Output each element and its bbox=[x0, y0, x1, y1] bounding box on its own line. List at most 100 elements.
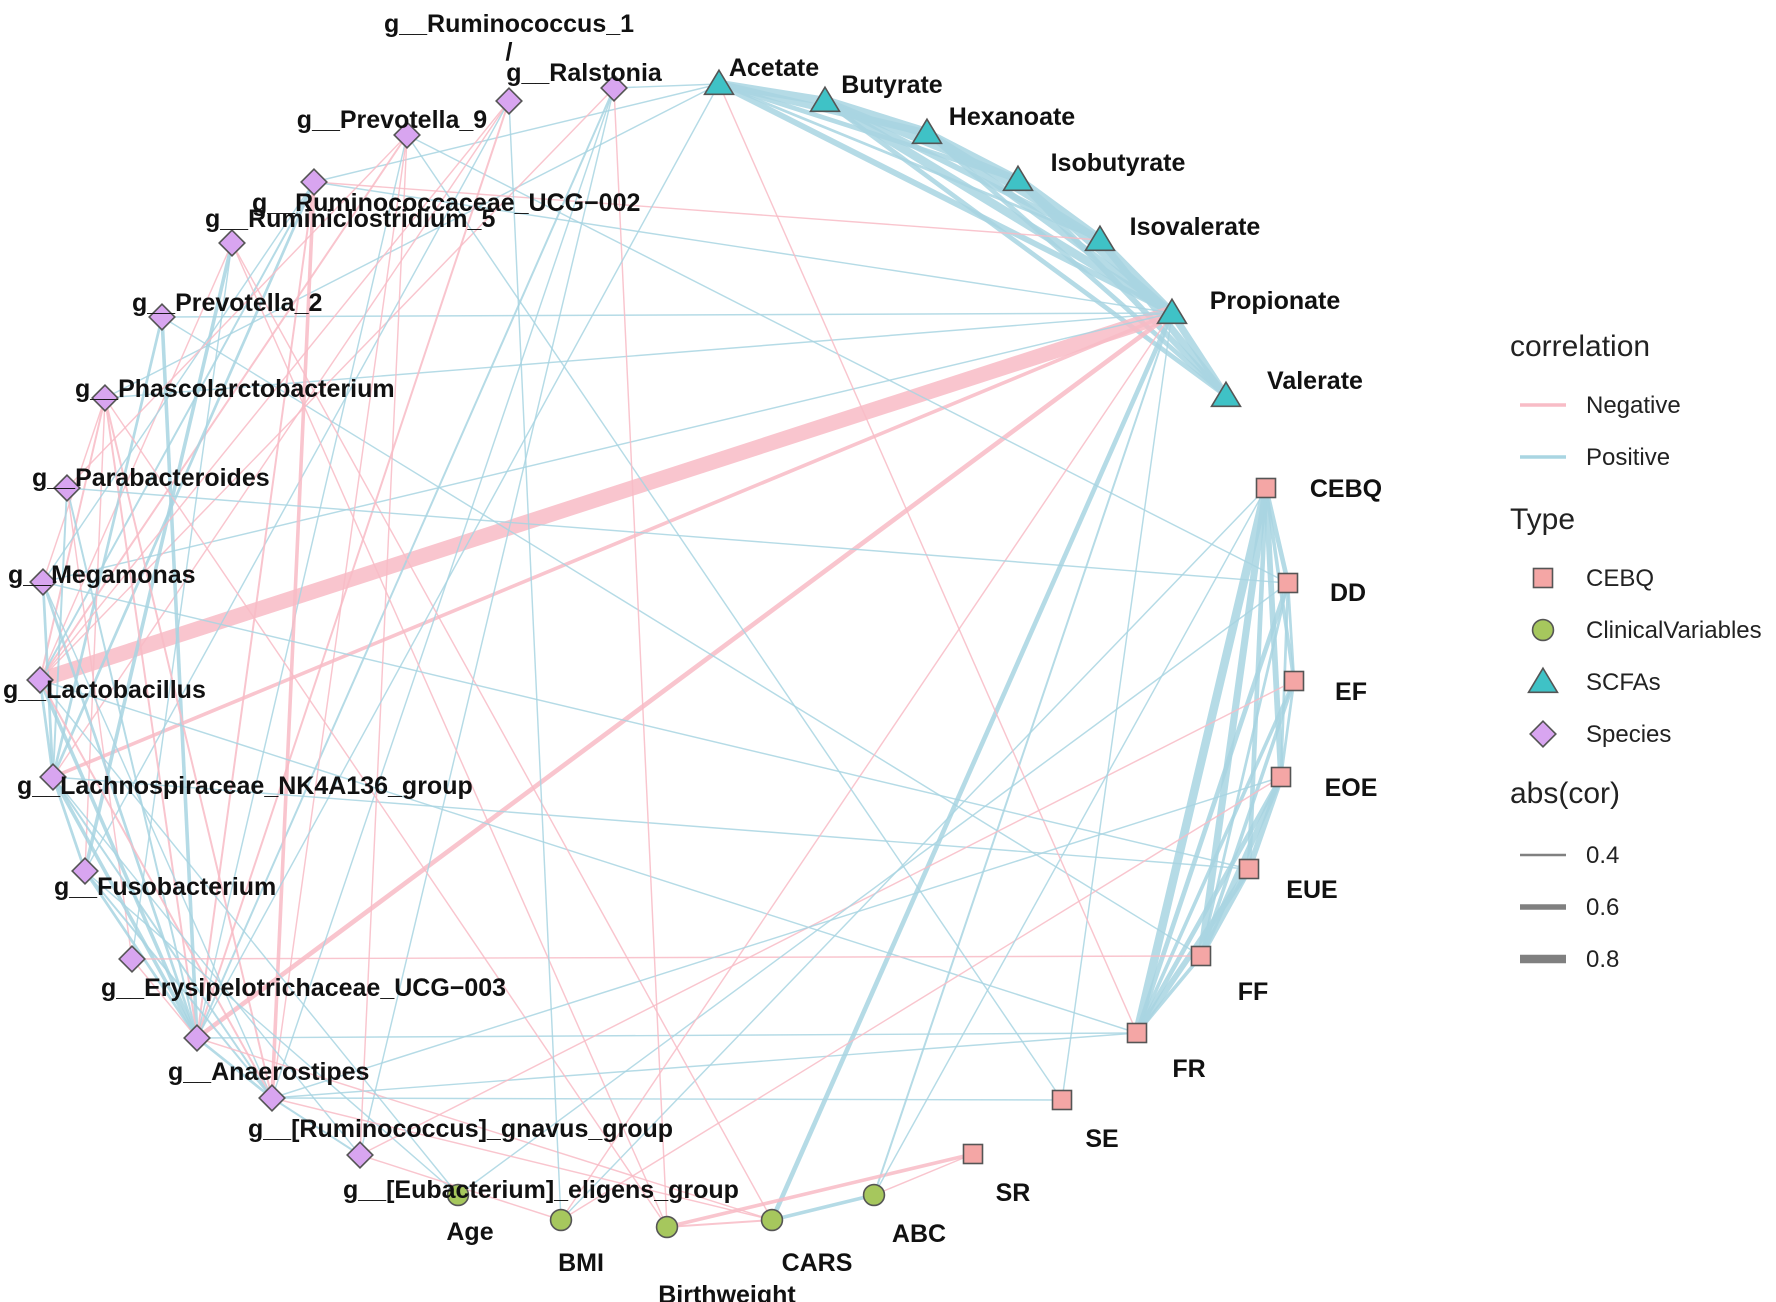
edge-anaer-ace bbox=[196, 83, 720, 1039]
node-se bbox=[1051, 1089, 1073, 1111]
node-label-anaer: g__Anaerostipes bbox=[168, 1058, 369, 1086]
edge-rum1-anaer bbox=[196, 100, 510, 1039]
edge-ef-eoe bbox=[1279, 680, 1296, 778]
edge-lachno-fuso bbox=[51, 776, 87, 872]
node-label-cars: CARS bbox=[782, 1249, 853, 1277]
node-phasc bbox=[91, 384, 119, 412]
node-erysi bbox=[118, 945, 146, 973]
edge-prev9-se bbox=[406, 134, 1063, 1101]
node-label-val: Valerate bbox=[1267, 367, 1363, 395]
edge-phasc-gnavus bbox=[104, 397, 273, 1099]
edge-prev2-ff bbox=[161, 316, 1202, 957]
node-label-ral: g__Ralstonia bbox=[506, 59, 663, 87]
edge-megam-eue bbox=[42, 581, 1250, 870]
node-label-hex: Hexanoate bbox=[949, 103, 1076, 131]
node-birth bbox=[655, 1215, 679, 1239]
node-label-rumin5: g__Ruminiclostridium_5 bbox=[205, 205, 495, 233]
edge-prev9-gnavus bbox=[271, 134, 408, 1099]
edge-rumucg-prop bbox=[313, 181, 1173, 314]
edge-rum1-bmi bbox=[508, 100, 562, 1221]
edge-gnavus-se bbox=[271, 1097, 1063, 1101]
node-rumucg bbox=[300, 168, 328, 196]
edge-gnavus-fr bbox=[271, 1032, 1138, 1099]
node-label-prop: Propionate bbox=[1210, 287, 1341, 315]
edge-lacto-anaer bbox=[38, 679, 199, 1039]
edge-ace-prop bbox=[717, 81, 1174, 316]
edge-megam-rumucg bbox=[42, 181, 315, 583]
edge-rum1-fuso bbox=[84, 100, 510, 872]
edge-megam-gnavus bbox=[42, 581, 273, 1099]
node-eue bbox=[1238, 858, 1260, 880]
edge-elig-prev9 bbox=[359, 134, 408, 1156]
node-rum1 bbox=[495, 87, 523, 115]
edge-ral-anaer bbox=[196, 87, 615, 1039]
node-lacto bbox=[26, 666, 54, 694]
edge-prev9-anaer bbox=[196, 134, 408, 1039]
node-ace bbox=[703, 68, 735, 96]
node-label-megam: g__Megamonas bbox=[8, 561, 196, 589]
node-parab bbox=[53, 474, 81, 502]
node-label-ef: EF bbox=[1335, 678, 1367, 706]
edge-rumin5-birth bbox=[231, 242, 668, 1228]
node-label-elig: g__[Eubacterium]_eligens_group bbox=[343, 1176, 739, 1204]
node-label-lacto: g__Lactobacillus bbox=[3, 676, 206, 704]
node-dd bbox=[1277, 572, 1299, 594]
edge-rumin5-lacto bbox=[39, 242, 233, 681]
edge-abc-prop bbox=[873, 312, 1173, 1196]
edge-lacto-lachno bbox=[38, 679, 55, 778]
edge-lacto-gnavus bbox=[39, 679, 273, 1099]
node-label-ace: Acetate bbox=[729, 54, 819, 82]
edge-parab-dd bbox=[66, 487, 1289, 584]
edge-prop-val bbox=[1169, 311, 1229, 398]
node-layer bbox=[26, 68, 1305, 1239]
edge-fr-ace bbox=[718, 83, 1138, 1034]
legend-label-scfas: SCFAs bbox=[1586, 669, 1661, 696]
edge-fuso-gnavus bbox=[84, 870, 273, 1099]
node-label-isoval: Isovalerate bbox=[1130, 213, 1261, 241]
node-ff bbox=[1190, 945, 1212, 967]
node-label-leader-rum1: / bbox=[506, 38, 513, 66]
edge-erysi-anaer bbox=[131, 958, 198, 1039]
node-cebq bbox=[1255, 477, 1277, 499]
node-prop bbox=[1156, 297, 1188, 325]
node-hex bbox=[911, 117, 943, 145]
legend-shape-scfas bbox=[1527, 666, 1559, 694]
edge-ral-birth bbox=[613, 87, 668, 1228]
edge-parab-anaer bbox=[66, 487, 198, 1039]
node-label-bmi: BMI bbox=[558, 1249, 604, 1277]
legend-width-items: 0.40.60.8 bbox=[1520, 842, 1619, 973]
edge-abc-cebq bbox=[873, 487, 1267, 1196]
node-prev9 bbox=[393, 121, 421, 149]
edge-anaer-prop bbox=[195, 311, 1174, 1040]
edge-parab-erysi bbox=[66, 487, 133, 960]
node-label-birth: Birthweight bbox=[658, 1281, 796, 1302]
node-val bbox=[1210, 380, 1242, 408]
edge-prev2-anaer bbox=[160, 316, 199, 1039]
legend-title-abs-cor: abs(cor) bbox=[1510, 777, 1620, 810]
legend-shape-species bbox=[1529, 720, 1557, 748]
node-cars bbox=[760, 1208, 784, 1232]
node-label-prev9: g__Prevotella_9 bbox=[297, 106, 487, 134]
legend-label-species: Species bbox=[1586, 721, 1671, 748]
edge-ef-fr bbox=[1135, 680, 1296, 1034]
node-label-ff: FF bbox=[1238, 978, 1269, 1006]
edge-ral-ace bbox=[613, 83, 720, 89]
node-isobut bbox=[1002, 164, 1034, 192]
node-but bbox=[809, 85, 841, 113]
edge-hex-val bbox=[925, 131, 1228, 398]
edge-cebq-fr bbox=[1132, 487, 1271, 1034]
edge-ral-lacto bbox=[39, 87, 615, 681]
edge-ral-elig bbox=[359, 87, 615, 1156]
edge-bmi-prop bbox=[560, 312, 1173, 1221]
edge-rumucg-lacto bbox=[39, 181, 315, 681]
node-label-gnavus: g__[Ruminococcus]_gnavus_group bbox=[248, 1115, 673, 1143]
edge-bmi-cebq bbox=[560, 487, 1267, 1221]
node-ral bbox=[600, 74, 628, 102]
node-label-fr: FR bbox=[1172, 1055, 1205, 1083]
edge-but-prop bbox=[822, 97, 1175, 317]
edge-anaer-fr bbox=[196, 1032, 1138, 1039]
edge-bmi-eoe bbox=[560, 776, 1282, 1221]
